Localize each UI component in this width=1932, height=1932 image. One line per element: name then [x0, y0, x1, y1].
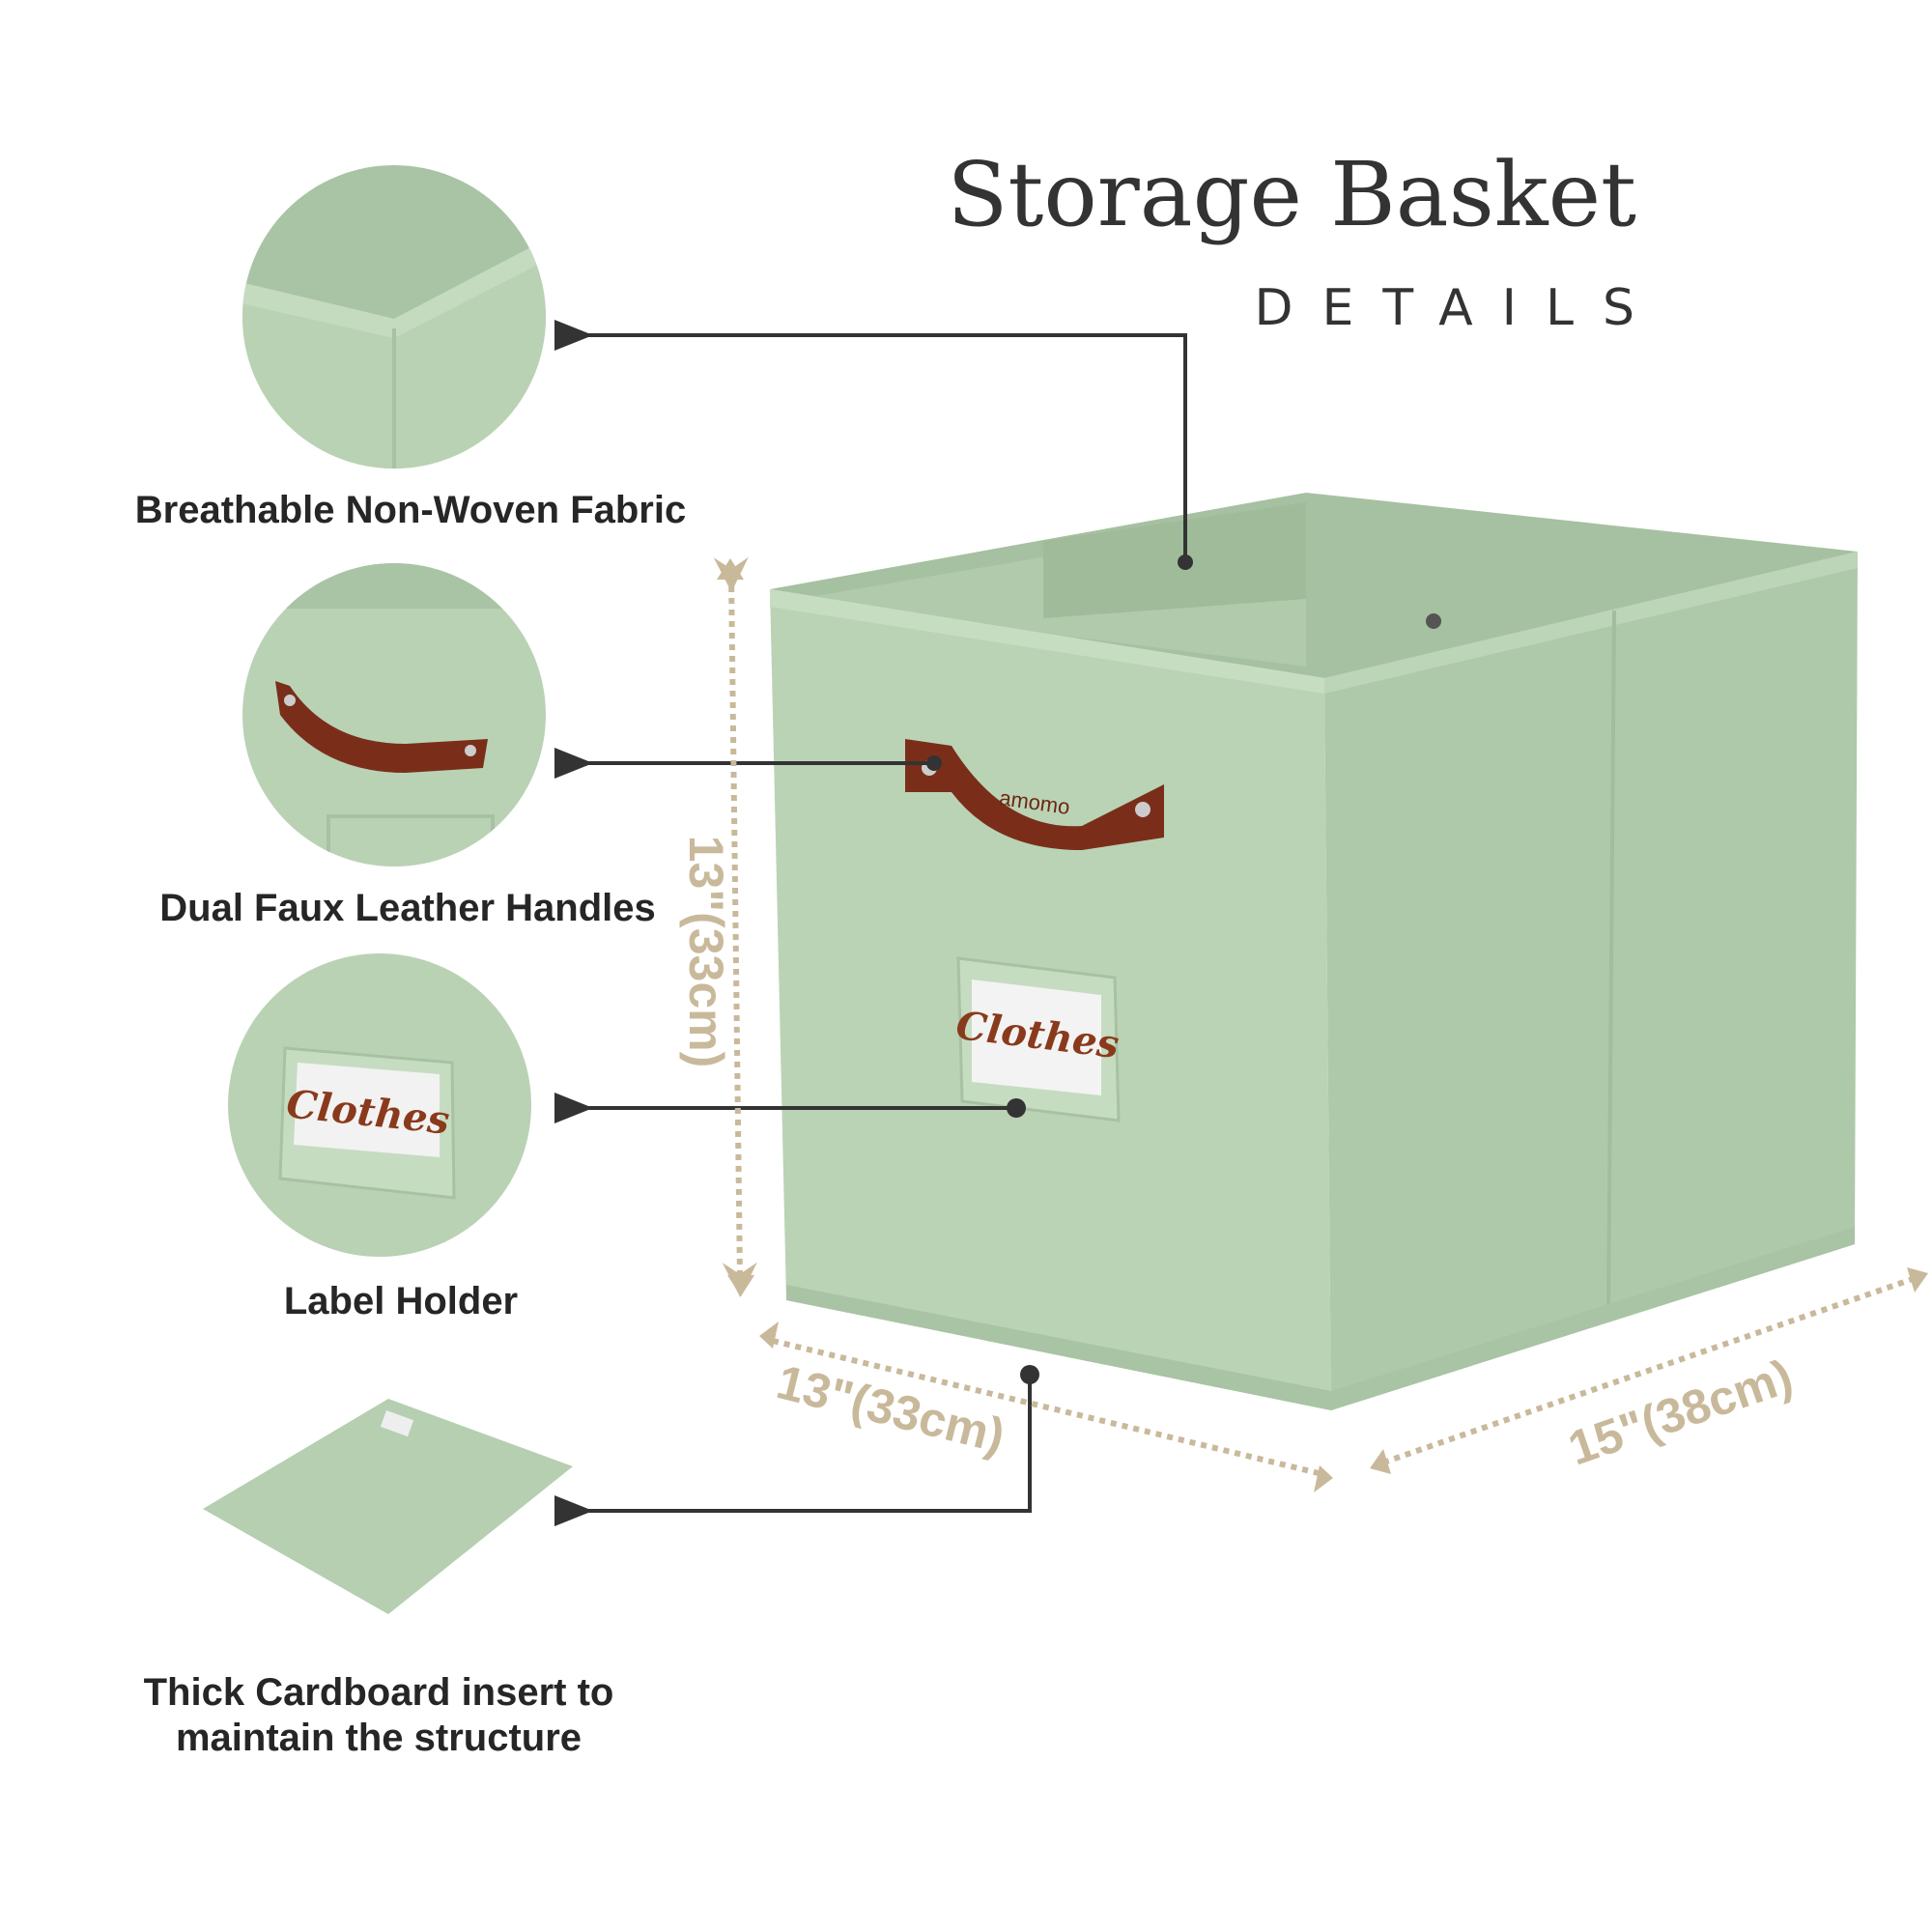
label-holder-closeup-image: Clothes: [228, 953, 531, 1257]
height-dimension-label: 13"(33cm): [679, 836, 733, 1068]
width-dimension-label: 15"(38cm): [1562, 1349, 1800, 1475]
depth-dimension-label: 13"(33cm): [772, 1354, 1010, 1463]
callout-lines: [554, 320, 1187, 1526]
height-dimension-line: [728, 574, 743, 1281]
feature-label-insert-line2: maintain the structure: [176, 1717, 582, 1759]
feature-label-fabric: Breathable Non-Woven Fabric: [135, 489, 686, 531]
cardboard-insert-image: [203, 1399, 573, 1614]
callout-insert: [554, 1375, 1032, 1526]
dimension-lines: [713, 556, 1914, 1476]
callout-fabric: [554, 320, 1187, 560]
feature-label-label-holder: Label Holder: [284, 1280, 518, 1322]
fabric-closeup-image: [242, 165, 546, 469]
feature-label-handles: Dual Faux Leather Handles: [159, 887, 655, 929]
page-subtitle: DETAILS: [1254, 279, 1663, 337]
handle-closeup-image: [242, 563, 546, 867]
page-title: Storage Basket: [947, 143, 1636, 246]
depth-dimension-line: [772, 1338, 1320, 1476]
storage-basket-image: amomo Clothes: [770, 493, 1858, 1410]
feature-label-insert-line1: Thick Cardboard insert to: [144, 1671, 614, 1714]
width-dimension-line: [1382, 1276, 1914, 1465]
